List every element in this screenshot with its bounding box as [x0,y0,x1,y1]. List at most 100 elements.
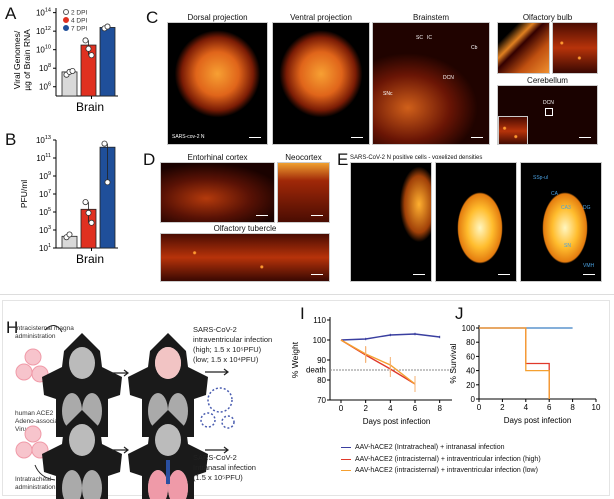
ventral-projection-image [272,22,370,145]
x-tick-label: 4 [524,403,529,412]
x-tick-label: 0 [477,403,482,412]
text-line: (1.5 x 10⁵PFU) [193,473,243,482]
legend-item: AAV-hACE2 (Intratracheal) + intranasal i… [341,444,504,451]
x-tick-label: 0 [339,404,344,413]
bar-7-dpi [99,27,116,97]
panel-label-a: A [5,4,17,23]
panel-label-b: B [5,130,17,149]
atlas-label: DG [583,205,591,211]
legend-label: AAV-hACE2 (intracisternal) + intraventri… [355,456,541,463]
y-tick-label: 108 [39,63,51,73]
y-tick-label: 100 [313,336,327,345]
atlas-label: SN [564,243,571,249]
x-axis-label: Days post infection [363,417,431,426]
dcn-cerebellum-label: DCN [543,100,554,106]
snc-label: SNc [383,91,393,97]
x-tick-label: 6 [547,403,552,412]
y-tick-label: 106 [39,82,51,92]
cb-label: Cb [471,45,478,51]
panel-label-c: C [146,8,159,27]
y-tick-label: 1014 [36,8,51,18]
panel-label-d: D [143,150,156,169]
stain-label: SARS-cov-2 N [172,134,205,140]
title-neocortex: Neocortex [285,153,322,162]
y-tick-label: 1011 [36,153,51,163]
atlas-label: CA [551,191,558,197]
death-label: death [306,366,326,375]
dcn-label: DCN [443,75,454,81]
y-tick-label: 110 [313,316,326,325]
data-point [69,67,76,74]
y-tick-label: 100 [462,324,476,333]
y-tick-label: 90 [317,356,326,365]
route-bottom: Intratracheal administration [15,476,56,491]
legend-label: 4 DPI [71,18,87,25]
y-axis-label: PFU/ml [19,180,29,208]
panel-label-i: I [300,304,305,323]
data-point [82,37,89,44]
y-axis-label: µg of Brain RNA [22,29,32,91]
data-point [104,179,111,186]
atlas-label: CA3 [561,205,571,211]
x-tick-label: 8 [570,403,575,412]
legend-label: 7 DPI [71,26,87,33]
y-tick-label: 80 [317,376,326,385]
y-tick-label: 101 [39,243,51,253]
data-point [85,209,92,216]
ic-label: IC [427,35,432,41]
data-point [85,45,92,52]
y-axis-label: % Weight [290,341,300,378]
y-axis-label: Viral Genomes/ [12,30,22,89]
y-tick-label: 1013 [36,135,51,145]
panel-label-h: H [6,318,19,337]
title-ventral: Ventral projection [290,13,352,22]
sars-cov-2-virus-icon [200,387,235,429]
dorsal-projection-image: SARS-cov-2 N [167,22,268,145]
legend-label: 2 DPI [71,10,87,17]
title-entorhinal: Entorhinal cortex [187,153,248,162]
y-tick-label: 20 [466,381,475,390]
cerebellum-image: DCN [497,85,598,145]
atlas-label: SSp-ul [533,175,549,181]
x-tick-label: 4 [388,404,393,413]
hij-frame [2,300,610,496]
legend-item: AAV-hACE2 (intracisternal) + intraventri… [341,467,538,474]
title-voxelized: SARS-CoV-2 N positive cells - voxelized … [350,155,483,161]
virus-label: human ACE2 Adeno-associated Virus [15,410,68,433]
title-olfactory-bulb: Olfactory bulb [522,13,573,22]
atlas-label: VMH [583,263,595,269]
data-point [88,52,95,59]
aav-virus-icon [15,348,49,459]
legend-marker [63,17,69,23]
route-top: Intracisternal magna administration [15,325,74,340]
x-tick-label: 8 [437,404,442,413]
divider [0,294,614,295]
text-line: intraventricular infection [193,335,273,344]
title-dorsal: Dorsal projection [187,13,248,22]
x-axis-label: Brain [76,252,104,266]
sc-label: SC [416,35,423,41]
voxel-density-image-1 [350,162,432,282]
title-brainstem: Brainstem [412,13,449,22]
neocortex-image [277,162,330,223]
title-cerebellum: Cerebellum [527,76,568,85]
legend-marker [63,9,69,15]
y-tick-label: 40 [466,367,475,376]
panel-label-e: E [337,150,349,169]
legend-label: AAV-hACE2 (intracisternal) + intraventri… [355,467,538,474]
y-tick-label: 1010 [36,45,51,55]
y-tick-label: 80 [466,338,475,347]
data-point [66,231,73,238]
y-tick-label: 60 [466,352,475,361]
legend-item: AAV-hACE2 (intracisternal) + intraventri… [341,456,541,463]
y-tick-label: 109 [39,171,51,181]
voxel-density-image-2 [435,162,517,282]
panel-label-j: J [455,304,464,323]
y-tick-label: 105 [39,207,51,217]
data-point [101,140,108,147]
data-point [82,199,89,206]
